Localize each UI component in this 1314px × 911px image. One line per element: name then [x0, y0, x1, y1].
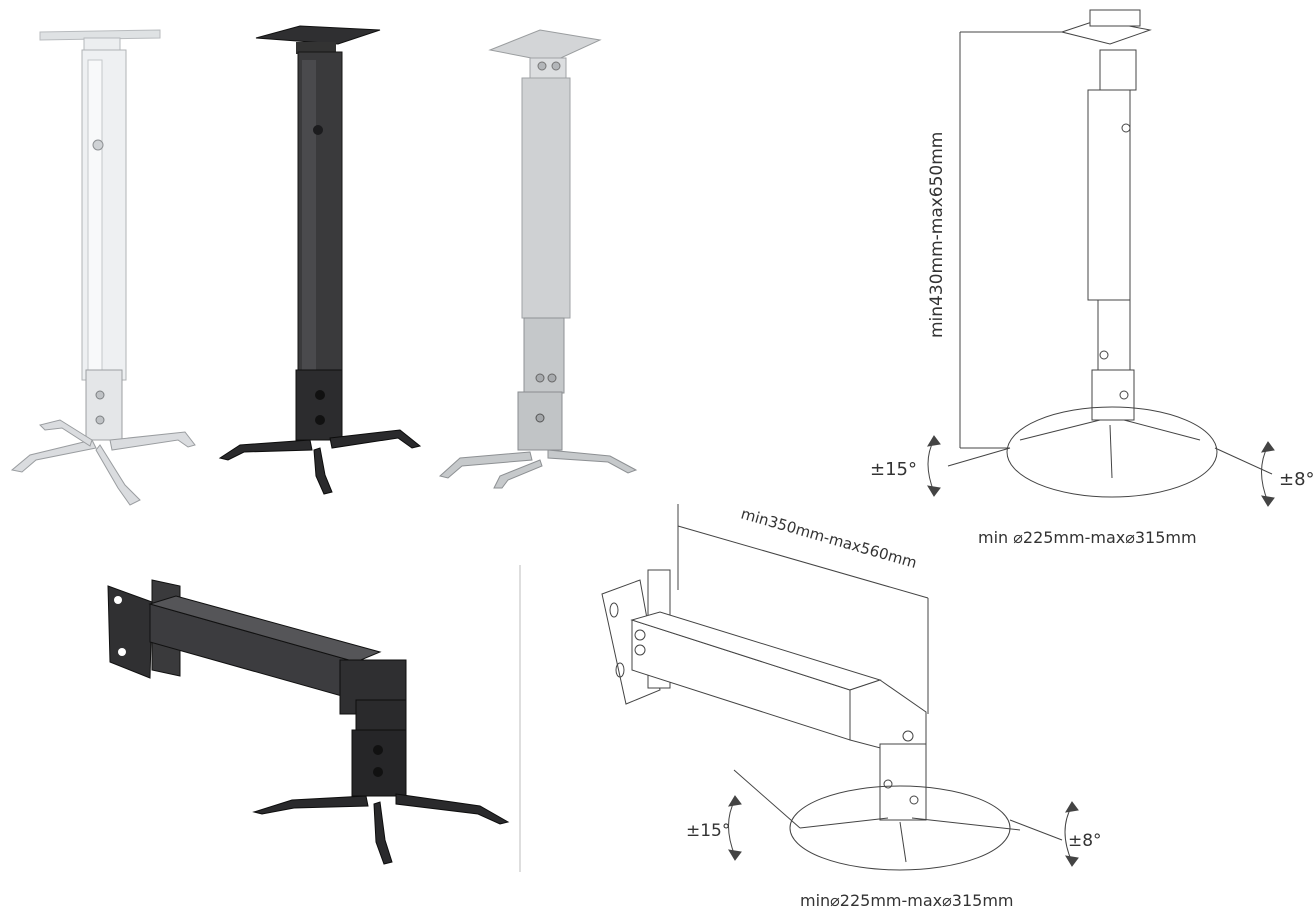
- ceiling-mount-photo-grey: [438, 29, 638, 489]
- wall-mount-drawing: [601, 504, 1079, 871]
- ceiling-diameter-label: min ⌀225mm-max⌀315mm: [978, 528, 1197, 547]
- ceiling-mount-photo-white: [10, 29, 196, 506]
- wall-tilt-right-label: ±8°: [1068, 831, 1102, 851]
- ceiling-height-label: min430mm-max650mm: [927, 132, 947, 338]
- wall-mount-photo-black: [107, 579, 510, 865]
- wall-diameter-label: min⌀225mm-max⌀315mm: [800, 891, 1014, 910]
- ceiling-tilt-right-label: ±8°: [1279, 469, 1314, 490]
- wall-tilt-left-label: ±15°: [686, 821, 730, 841]
- wall-length-label: min350mm-max560mm: [739, 505, 919, 572]
- ceiling-mount-drawing: [927, 9, 1275, 507]
- ceiling-mount-photo-black: [218, 25, 422, 495]
- ceiling-tilt-left-label: ±15°: [870, 459, 917, 480]
